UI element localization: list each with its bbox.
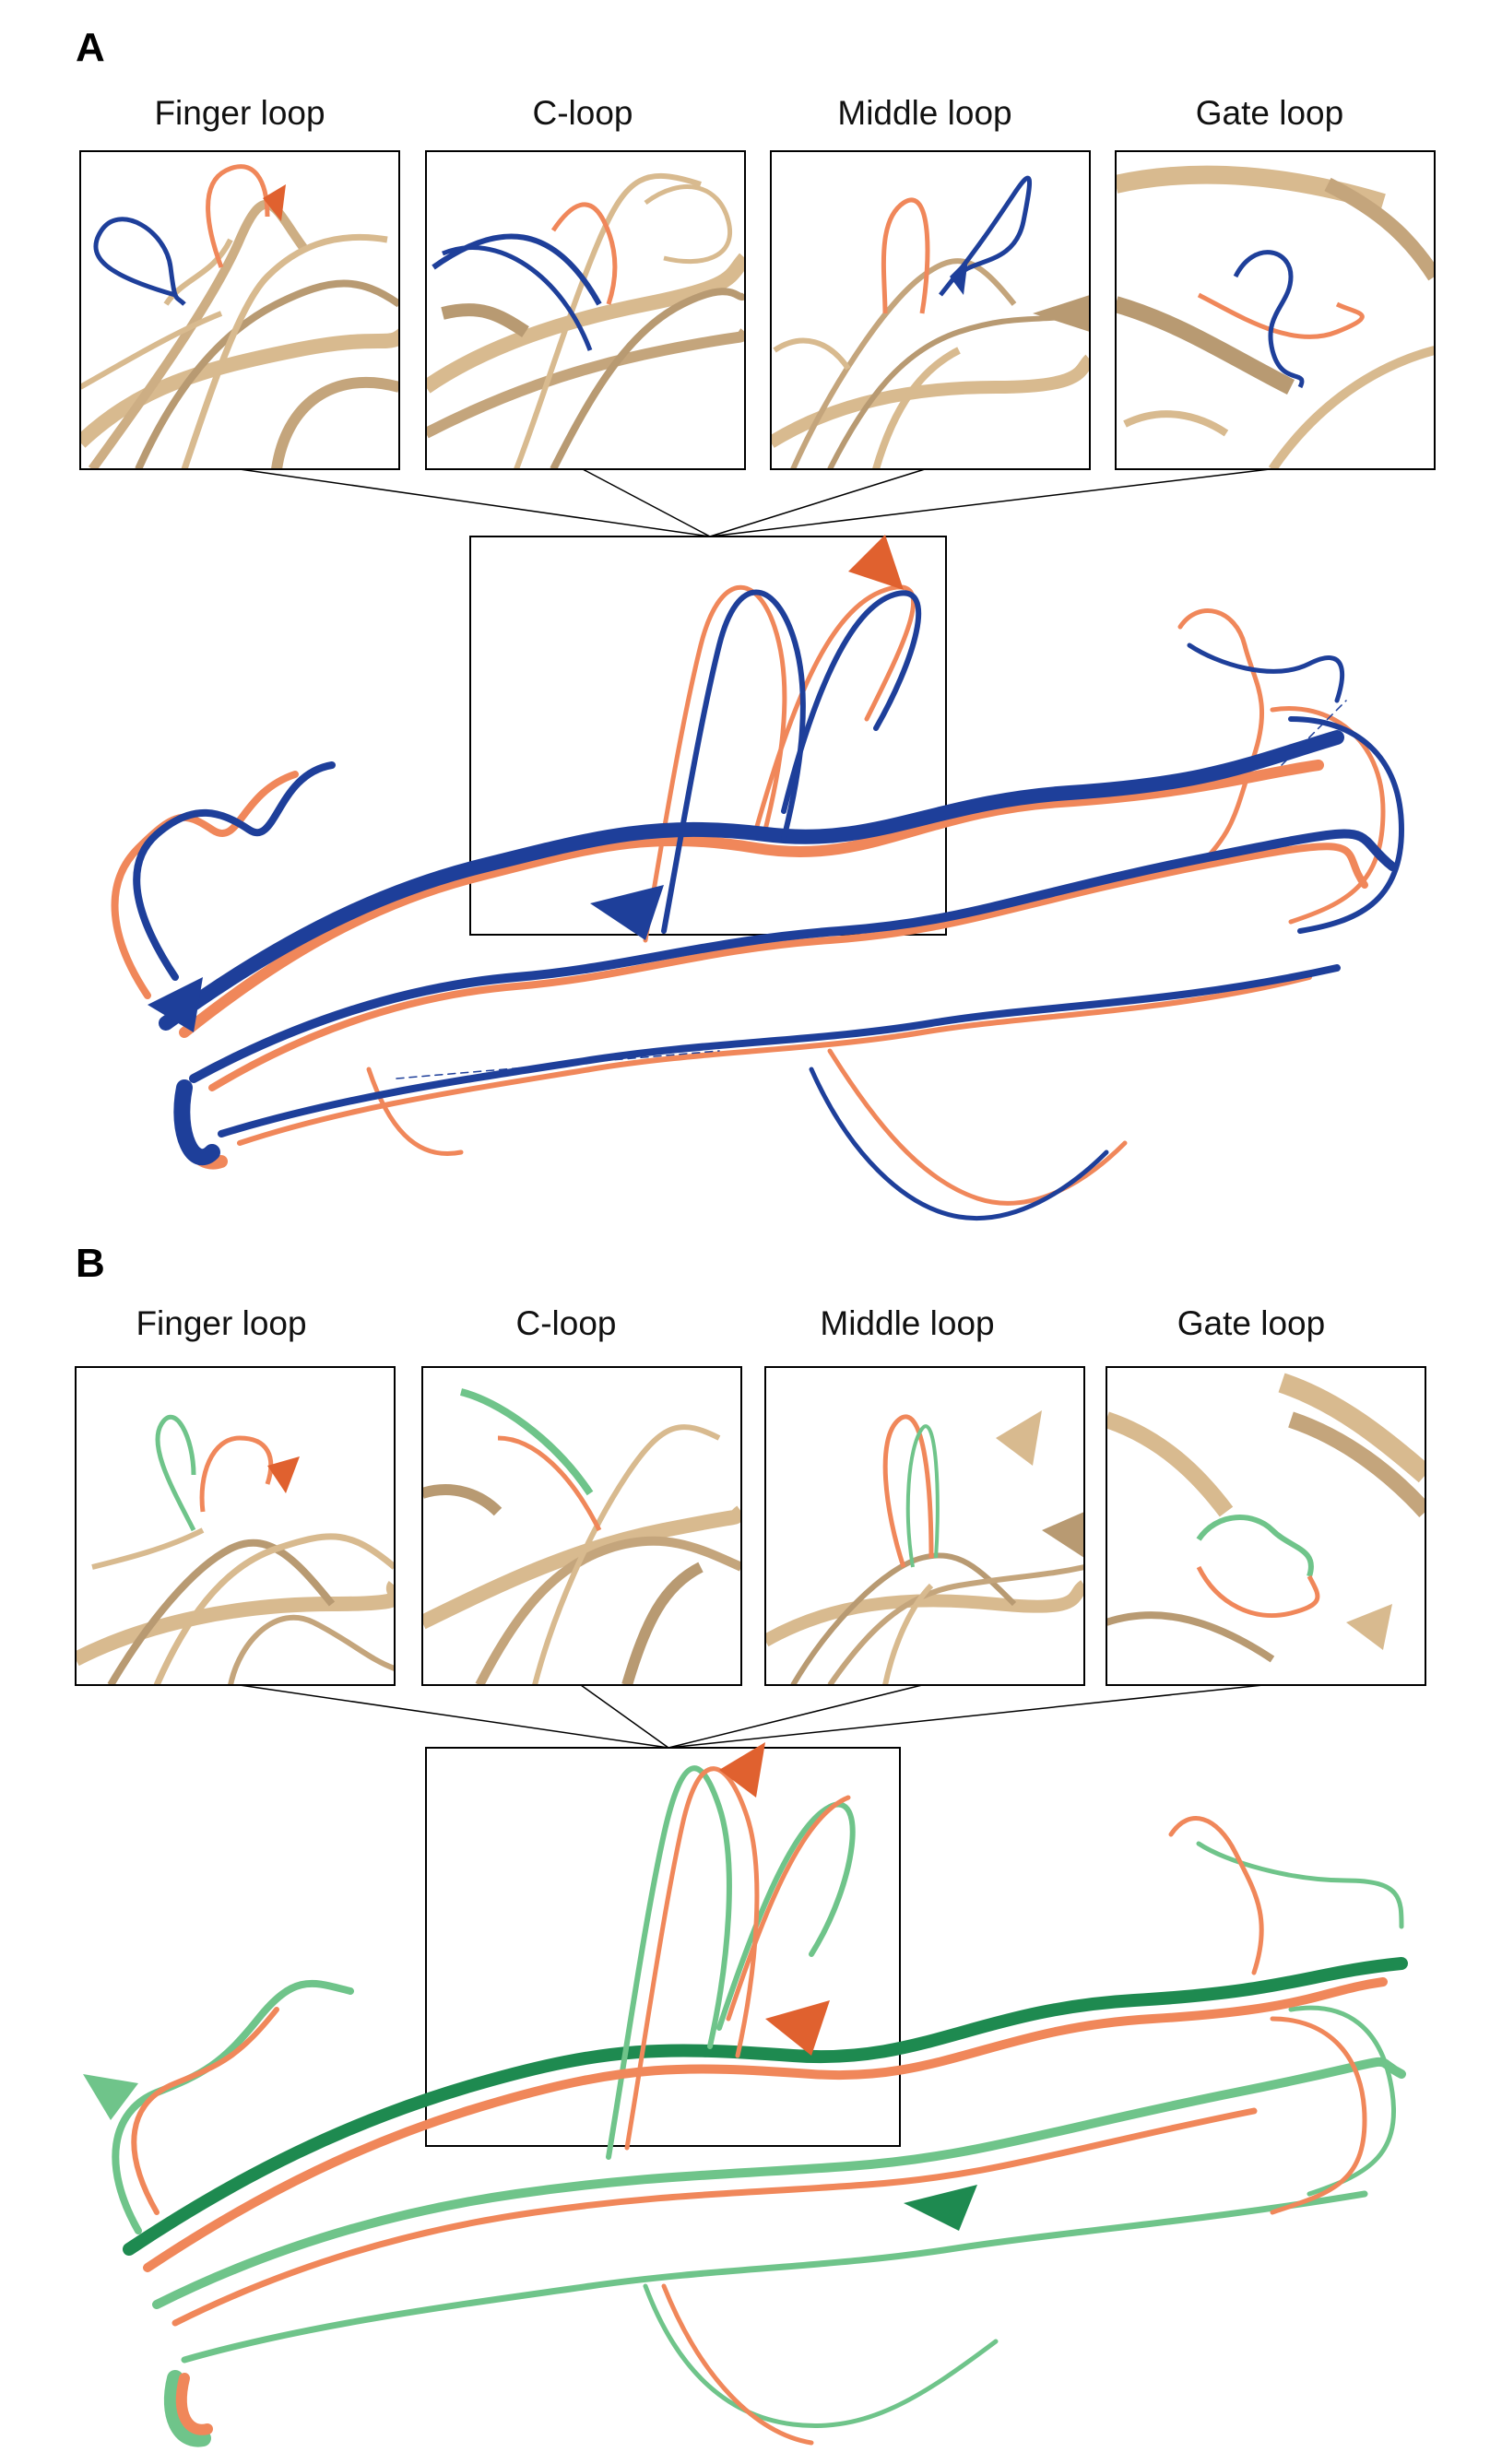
panel-b-structure-overlay: [83, 1742, 1408, 2447]
panel-a-zoom-box: [469, 536, 947, 936]
panel-a-inset-gate-loop: [1115, 150, 1436, 470]
panel-a-inset-finger-loop: [79, 150, 400, 470]
panel-b-inset-title-gate-loop: Gate loop: [1177, 1304, 1325, 1342]
panel-b-inset-finger-loop: [75, 1366, 396, 1686]
panel-b-inset-title-c-loop: C-loop: [516, 1304, 617, 1342]
panel-a-connector-lines: [239, 468, 1271, 537]
panel-b-inset-c-loop: [421, 1366, 742, 1686]
panel-a-inset-middle-loop: [770, 150, 1091, 470]
panel-a-letter: A: [76, 25, 105, 70]
panel-a-inset-title-c-loop: C-loop: [533, 94, 633, 132]
panel-b-zoom-box: [425, 1747, 901, 2147]
panel-b-inset-gate-loop: [1106, 1366, 1426, 1686]
panel-a-structure-overlay: [111, 535, 1405, 1220]
panel-b-inset-title-finger-loop: Finger loop: [136, 1304, 306, 1342]
panel-b-inset-middle-loop: [764, 1366, 1085, 1686]
panel-a: A Finger loop C-loop Middle loop Gate lo…: [76, 25, 1436, 1220]
panel-a-inset-title-middle-loop: Middle loop: [837, 94, 1011, 132]
panel-b-letter: B: [76, 1241, 105, 1286]
panel-b: B Finger loop C-loop Middle loop Gate lo…: [75, 1241, 1426, 2447]
panel-a-inset-title-gate-loop: Gate loop: [1196, 94, 1343, 132]
panel-a-inset-c-loop: [425, 150, 746, 470]
panel-b-connector-lines: [239, 1684, 1264, 1749]
panel-b-inset-title-middle-loop: Middle loop: [820, 1304, 994, 1342]
panel-a-inset-title-finger-loop: Finger loop: [154, 94, 325, 132]
